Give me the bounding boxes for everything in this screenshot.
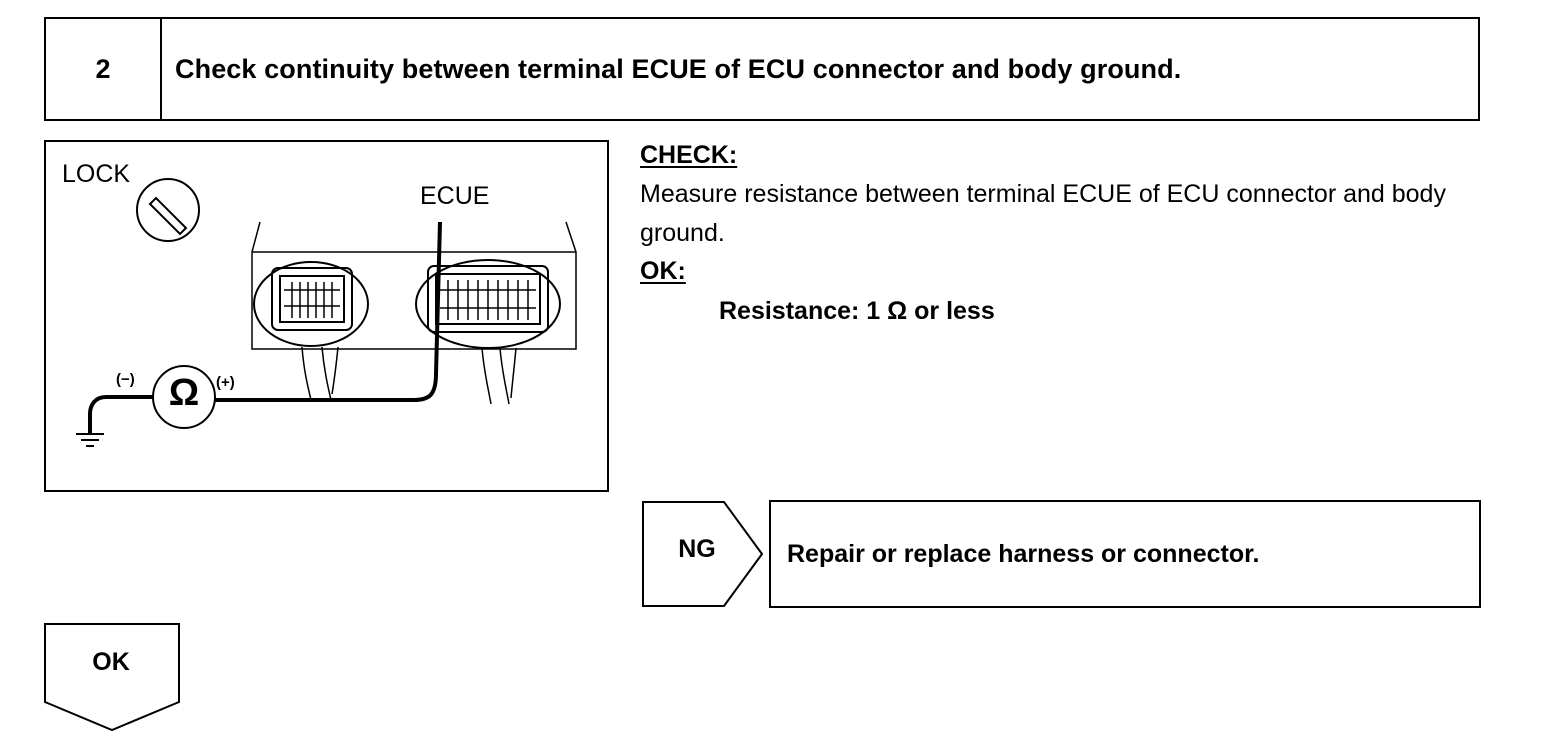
- ng-result-box: Repair or replace harness or connector.: [769, 500, 1481, 608]
- positive-probe-label: (+): [216, 374, 235, 391]
- ecue-terminal-label: ECUE: [420, 182, 490, 210]
- check-heading: CHECK:: [640, 141, 738, 169]
- check-instructions: CHECK: Measure resistance between termin…: [640, 137, 1520, 329]
- step-header: 2 Check continuity between terminal ECUE…: [44, 17, 1480, 121]
- lock-label: LOCK: [62, 160, 131, 188]
- ok-arrow-icon: [44, 623, 180, 732]
- resistance-spec: Resistance: 1 Ω or less: [719, 297, 995, 325]
- ok-heading: OK:: [640, 257, 686, 285]
- ng-label: NG: [678, 535, 716, 563]
- check-text: Measure resistance between terminal ECUE…: [640, 180, 1446, 247]
- ohm-symbol: Ω: [168, 372, 200, 414]
- step-number: 2: [46, 19, 162, 119]
- ok-label: OK: [92, 648, 130, 676]
- negative-probe-label: (−): [116, 371, 135, 388]
- connector-illustration: LOCK ECUE (−) (+) Ω: [44, 140, 609, 492]
- step-title: Check continuity between terminal ECUE o…: [175, 53, 1182, 84]
- illustration-drawing: [76, 178, 577, 447]
- ignition-lock-icon: [136, 178, 200, 242]
- ng-arrow-icon: [642, 501, 764, 607]
